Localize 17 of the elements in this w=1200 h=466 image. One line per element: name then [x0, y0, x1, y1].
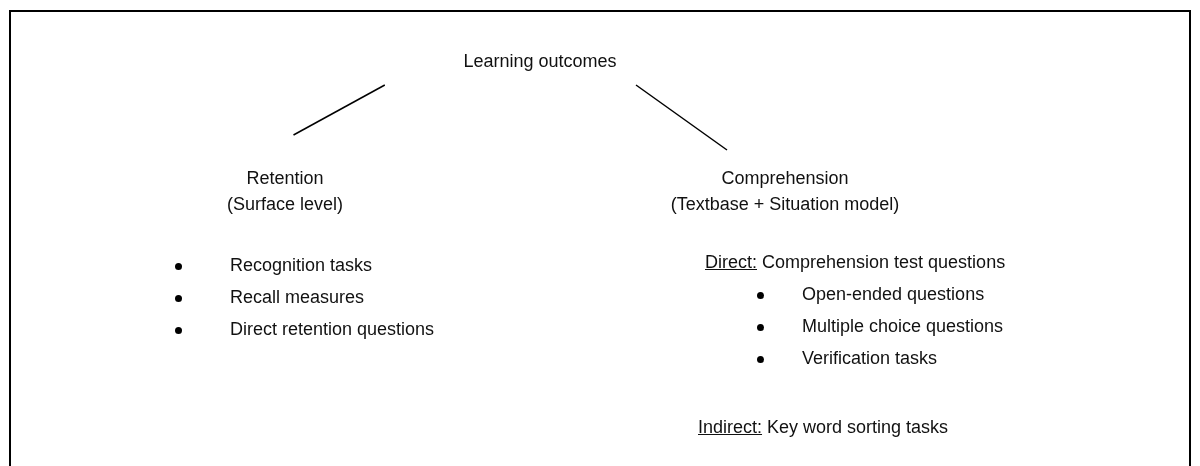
list-item: Open-ended questions	[802, 283, 985, 306]
connector-line	[292, 84, 386, 136]
heading-text: Comprehension	[720, 167, 850, 190]
category-label: Direct:	[705, 251, 757, 274]
category-label: Indirect:	[698, 416, 763, 439]
list-item: Recall measures	[230, 286, 365, 309]
list-heading: Comprehension test questions	[762, 251, 1006, 274]
heading-text: Learning outcomes	[462, 50, 618, 73]
list-item: Multiple choice questions	[802, 315, 1004, 338]
list-item: Direct retention questions	[230, 318, 435, 341]
connector-line	[635, 84, 728, 151]
heading-text: Retention	[245, 167, 325, 190]
subheading-text: (Surface level)	[225, 193, 344, 216]
list-item: Verification tasks	[802, 347, 938, 370]
list-item: Recognition tasks	[230, 254, 373, 277]
note-text: Key word sorting tasks	[767, 416, 949, 439]
subheading-text: (Textbase + Situation model)	[669, 193, 901, 216]
